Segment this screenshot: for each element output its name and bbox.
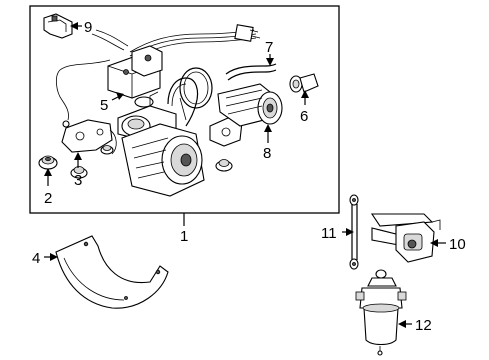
part-10-height-sensor (370, 213, 441, 263)
callout-12: 12 (415, 317, 432, 334)
mounting-clamp (179, 67, 213, 121)
callout-3: 3 (74, 172, 82, 189)
leader-lines (44, 22, 446, 328)
part-3-bracket (61, 119, 117, 155)
callout-10: 10 (449, 236, 466, 253)
part-6-fitting (289, 73, 319, 93)
part-8-dryer (217, 83, 283, 127)
callout-7: 7 (265, 39, 273, 56)
callout-2: 2 (44, 190, 52, 207)
o-ring (134, 96, 154, 108)
compressor-assembly (117, 91, 205, 197)
part-11-link-rod (349, 194, 359, 270)
callout-4: 4 (32, 250, 40, 267)
grommet-b (100, 145, 114, 155)
part-2-isolator (38, 155, 58, 170)
callout-6: 6 (300, 108, 308, 125)
part-12-canister (355, 269, 407, 356)
callout-8: 8 (263, 145, 271, 162)
part-9-connector (43, 13, 73, 39)
wiring-harness (56, 24, 261, 128)
grommet-a (70, 166, 88, 179)
callout-9: 9 (84, 19, 92, 36)
callout-1: 1 (180, 228, 188, 245)
callout-5: 5 (100, 97, 108, 114)
part-7-hose (225, 63, 277, 81)
part-4-heat-shield (55, 235, 169, 309)
callout-11: 11 (321, 225, 337, 242)
grommet-c (215, 159, 233, 172)
part-5-relay-module (107, 45, 163, 99)
